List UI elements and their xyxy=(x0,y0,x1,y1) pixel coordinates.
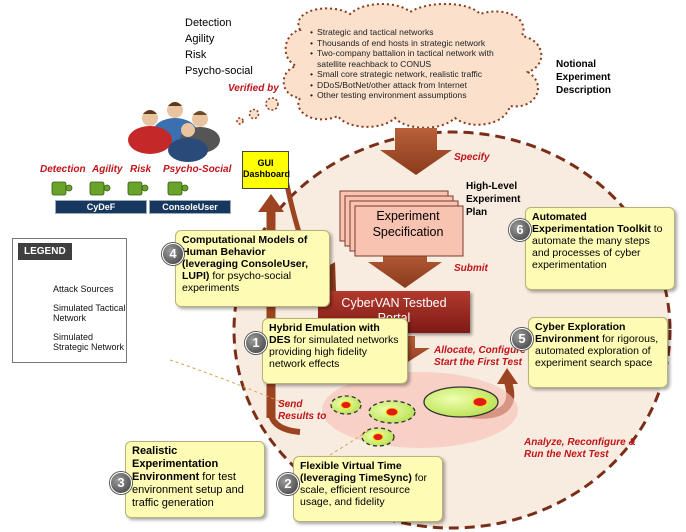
notional-title: Notional Experiment Description xyxy=(556,59,612,96)
legend-box: LEGEND Attack Sources Simulated Tactical… xyxy=(12,238,127,363)
badge-3: 3 xyxy=(110,472,132,494)
callout-virtual-time: Flexible Virtual Time (leveraging TimeSy… xyxy=(293,456,443,522)
puzzle-icons-row xyxy=(51,181,189,196)
callout-6-text: to automate the many steps and processes… xyxy=(532,223,663,271)
badge-1: 1 xyxy=(245,332,267,354)
analyze-label: Analyze, Reconfigure & Run the Next Test xyxy=(524,437,636,460)
callout-1-title: Hybrid Emulation with DES xyxy=(269,322,380,346)
submit-label: Submit xyxy=(454,263,488,274)
simulated-networks xyxy=(330,386,499,447)
cydef-bar: CyDeF xyxy=(55,200,147,214)
experiment-spec-label: Experiment Specification xyxy=(372,209,444,239)
callout-2-title: Flexible Virtual Time (leveraging TimeSy… xyxy=(300,460,412,484)
label-risk: Risk xyxy=(130,164,152,175)
cloud-item: DDoS/BotNet/other attack from Internet xyxy=(310,80,515,91)
callout-human-behavior: Computational Models of Human Behavior (… xyxy=(175,230,330,307)
callout-3-text: for test environment setup and traffic g… xyxy=(132,471,244,509)
label-agility: Agility xyxy=(92,164,123,175)
people-icon xyxy=(128,102,220,162)
callout-realistic-environment: Realistic Experimentation Environment fo… xyxy=(125,441,265,518)
metric-detection: Detection xyxy=(185,17,232,29)
cloud-item: Small core strategic network, realistic … xyxy=(310,69,515,80)
send-results-label: Send Results to xyxy=(278,399,327,422)
callout-2-text: for scale, efficient resource usage, and… xyxy=(300,472,428,508)
legend-strategic: Simulated Strategic Network xyxy=(53,332,125,352)
cloud-item: Thousands of end hosts in strategic netw… xyxy=(310,38,515,49)
cloud-item: Two-company battalion in tactical networ… xyxy=(310,48,515,69)
label-detection: Detection xyxy=(40,164,86,175)
callout-3-title: Realistic Experimentation Environment xyxy=(132,445,219,483)
legend-attack-sources: Attack Sources xyxy=(53,284,114,294)
metric-risk: Risk xyxy=(185,49,207,61)
arrow-submit xyxy=(368,248,442,288)
callout-hybrid-emulation: Hybrid Emulation with DES for simulated … xyxy=(262,318,408,384)
arrow-specify xyxy=(380,128,452,175)
consoleuser-bar: ConsoleUser xyxy=(149,200,231,214)
badge-5: 5 xyxy=(511,328,533,350)
callout-5-text: for rigorous, automated exploration of e… xyxy=(535,333,659,369)
gui-dashboard[interactable]: GUI Dashboard xyxy=(242,151,290,189)
metrics-list: Detection Agility Risk Psycho-social xyxy=(185,15,253,79)
high-level-plan-label: High-Level Experiment Plan xyxy=(466,181,521,218)
cloud-item: Other testing environment assumptions xyxy=(310,90,515,101)
badge-6: 6 xyxy=(509,219,531,241)
legend-title: LEGEND xyxy=(18,243,72,260)
legend-tactical: Simulated Tactical Network xyxy=(53,303,126,323)
badge-2: 2 xyxy=(277,473,299,495)
metric-agility: Agility xyxy=(185,33,215,45)
callout-1-text: for simulated networks providing high fi… xyxy=(269,334,399,370)
verified-by-label: Verified by xyxy=(228,83,279,94)
callout-4-text: for psycho-social experiments xyxy=(182,270,292,294)
callout-cyber-exploration: Cyber Exploration Environment for rigoro… xyxy=(528,317,668,388)
cloud-requirements-list: Strategic and tactical networks Thousand… xyxy=(310,27,515,101)
callout-automated-toolkit: Automated Experimentation Toolkit to aut… xyxy=(525,207,675,290)
callout-4-title: Computational Models of Human Behavior (… xyxy=(182,234,309,282)
badge-4: 4 xyxy=(162,243,184,265)
specify-label: Specify xyxy=(454,152,490,163)
callout-6-title: Automated Experimentation Toolkit xyxy=(532,211,651,235)
cloud-item: Strategic and tactical networks xyxy=(310,27,515,38)
label-psycho-social: Psycho-Social xyxy=(163,164,232,175)
metric-psycho-social: Psycho-social xyxy=(185,65,253,77)
callout-5-title: Cyber Exploration Environment xyxy=(535,321,626,345)
